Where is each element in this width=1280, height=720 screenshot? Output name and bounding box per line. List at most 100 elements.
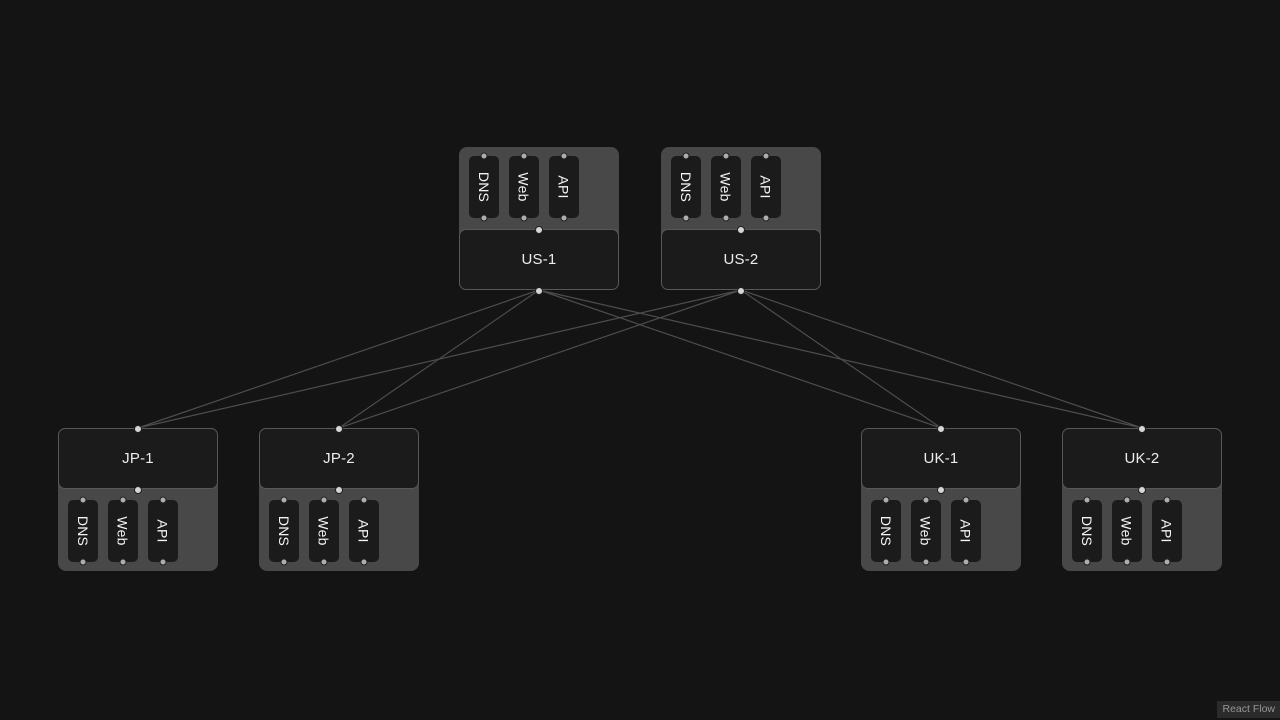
chip-handle-bottom[interactable] (762, 214, 770, 222)
chip-handle-top[interactable] (159, 496, 167, 504)
chip-handle-bottom[interactable] (560, 214, 568, 222)
chip-handle-top[interactable] (280, 496, 288, 504)
node-label-box-JP-1[interactable]: JP-1 (58, 425, 218, 494)
service-chip-api[interactable]: API (549, 152, 579, 222)
node-label: JP-1 (122, 450, 154, 467)
node-label-box-JP-2[interactable]: JP-2 (259, 425, 419, 494)
chip-handle-bottom[interactable] (1123, 558, 1131, 566)
edge-US-2-JP-1[interactable] (137, 289, 742, 429)
chip-handle-bottom[interactable] (480, 214, 488, 222)
service-chip-dns[interactable]: DNS (871, 496, 901, 566)
label-handle-top[interactable] (535, 226, 543, 234)
chip-handle-top[interactable] (762, 152, 770, 160)
service-chip-label: Web (315, 516, 332, 546)
label-handle-bottom[interactable] (1138, 486, 1146, 494)
chip-handle-top[interactable] (962, 496, 970, 504)
service-chip-dns[interactable]: DNS (469, 152, 499, 222)
service-chip-api[interactable]: API (1152, 496, 1182, 566)
chip-handle-bottom[interactable] (962, 558, 970, 566)
service-chip-api[interactable]: API (349, 496, 379, 566)
label-handle-bottom[interactable] (937, 486, 945, 494)
chip-handle-bottom[interactable] (520, 214, 528, 222)
chip-handle-top[interactable] (480, 152, 488, 160)
chip-handle-top[interactable] (722, 152, 730, 160)
chip-handle-top[interactable] (682, 152, 690, 160)
chip-handle-bottom[interactable] (280, 558, 288, 566)
chip-handle-top[interactable] (922, 496, 930, 504)
node-label: UK-1 (923, 450, 959, 467)
service-chip-web[interactable]: Web (911, 496, 941, 566)
service-chip-label: API (355, 519, 372, 543)
label-source-handle-bottom[interactable] (535, 287, 543, 295)
chip-handle-bottom[interactable] (320, 558, 328, 566)
chip-handle-bottom[interactable] (1163, 558, 1171, 566)
service-chip-api[interactable]: API (148, 496, 178, 566)
service-chip-dns[interactable]: DNS (671, 152, 701, 222)
edge-US-2-UK-1[interactable] (740, 289, 942, 429)
chip-handle-top[interactable] (1083, 496, 1091, 504)
service-chip-label: Web (515, 172, 532, 202)
edge-US-2-JP-2[interactable] (338, 289, 742, 429)
chip-handle-top[interactable] (1163, 496, 1171, 504)
chip-handle-top[interactable] (560, 152, 568, 160)
chip-handle-top[interactable] (1123, 496, 1131, 504)
chip-handle-top[interactable] (882, 496, 890, 504)
service-chip-web[interactable]: Web (711, 152, 741, 222)
node-US-2[interactable]: US-2 DNS Web API (661, 147, 821, 295)
label-target-handle-top[interactable] (335, 425, 343, 433)
node-label: US-2 (723, 251, 759, 268)
service-chip-dns[interactable]: DNS (1072, 496, 1102, 566)
chip-handle-top[interactable] (320, 496, 328, 504)
node-label-box-US-1[interactable]: US-1 (459, 226, 619, 295)
label-source-handle-bottom[interactable] (737, 287, 745, 295)
chip-handle-top[interactable] (520, 152, 528, 160)
service-chip-label: DNS (476, 171, 493, 203)
node-US-1[interactable]: US-1 DNS Web API (459, 147, 619, 295)
chip-handle-bottom[interactable] (1083, 558, 1091, 566)
label-handle-bottom[interactable] (134, 486, 142, 494)
label-handle-bottom[interactable] (335, 486, 343, 494)
node-label-box-UK-1[interactable]: UK-1 (861, 425, 1021, 494)
service-chip-web[interactable]: Web (309, 496, 339, 566)
edge-US-1-UK-1[interactable] (538, 289, 942, 429)
node-label-box-UK-2[interactable]: UK-2 (1062, 425, 1222, 494)
label-target-handle-top[interactable] (1138, 425, 1146, 433)
service-chip-label: API (154, 519, 171, 543)
service-chip-api[interactable]: API (751, 152, 781, 222)
chip-handle-bottom[interactable] (722, 214, 730, 222)
service-chip-web[interactable]: Web (1112, 496, 1142, 566)
edge-US-2-UK-2[interactable] (740, 289, 1143, 429)
chip-handle-bottom[interactable] (882, 558, 890, 566)
chip-handle-bottom[interactable] (119, 558, 127, 566)
chip-handle-top[interactable] (360, 496, 368, 504)
service-chip-dns[interactable]: DNS (269, 496, 299, 566)
react-flow-attribution[interactable]: React Flow (1217, 701, 1280, 718)
label-handle-top[interactable] (737, 226, 745, 234)
service-chip-label: API (555, 175, 572, 199)
chip-handle-top[interactable] (79, 496, 87, 504)
label-target-handle-top[interactable] (937, 425, 945, 433)
edge-US-1-JP-1[interactable] (137, 289, 540, 429)
service-chip-dns[interactable]: DNS (68, 496, 98, 566)
service-chip-label: Web (1118, 516, 1135, 546)
service-chip-label: Web (114, 516, 131, 546)
chip-handle-bottom[interactable] (159, 558, 167, 566)
service-chip-web[interactable]: Web (509, 152, 539, 222)
service-chip-web[interactable]: Web (108, 496, 138, 566)
node-label: UK-2 (1124, 450, 1160, 467)
chip-handle-bottom[interactable] (922, 558, 930, 566)
chip-handle-bottom[interactable] (79, 558, 87, 566)
chip-handle-bottom[interactable] (360, 558, 368, 566)
chip-handle-bottom[interactable] (682, 214, 690, 222)
service-chip-api[interactable]: API (951, 496, 981, 566)
node-label-box-US-2[interactable]: US-2 (661, 226, 821, 295)
label-target-handle-top[interactable] (134, 425, 142, 433)
service-chip-label: API (757, 175, 774, 199)
chip-handle-top[interactable] (119, 496, 127, 504)
